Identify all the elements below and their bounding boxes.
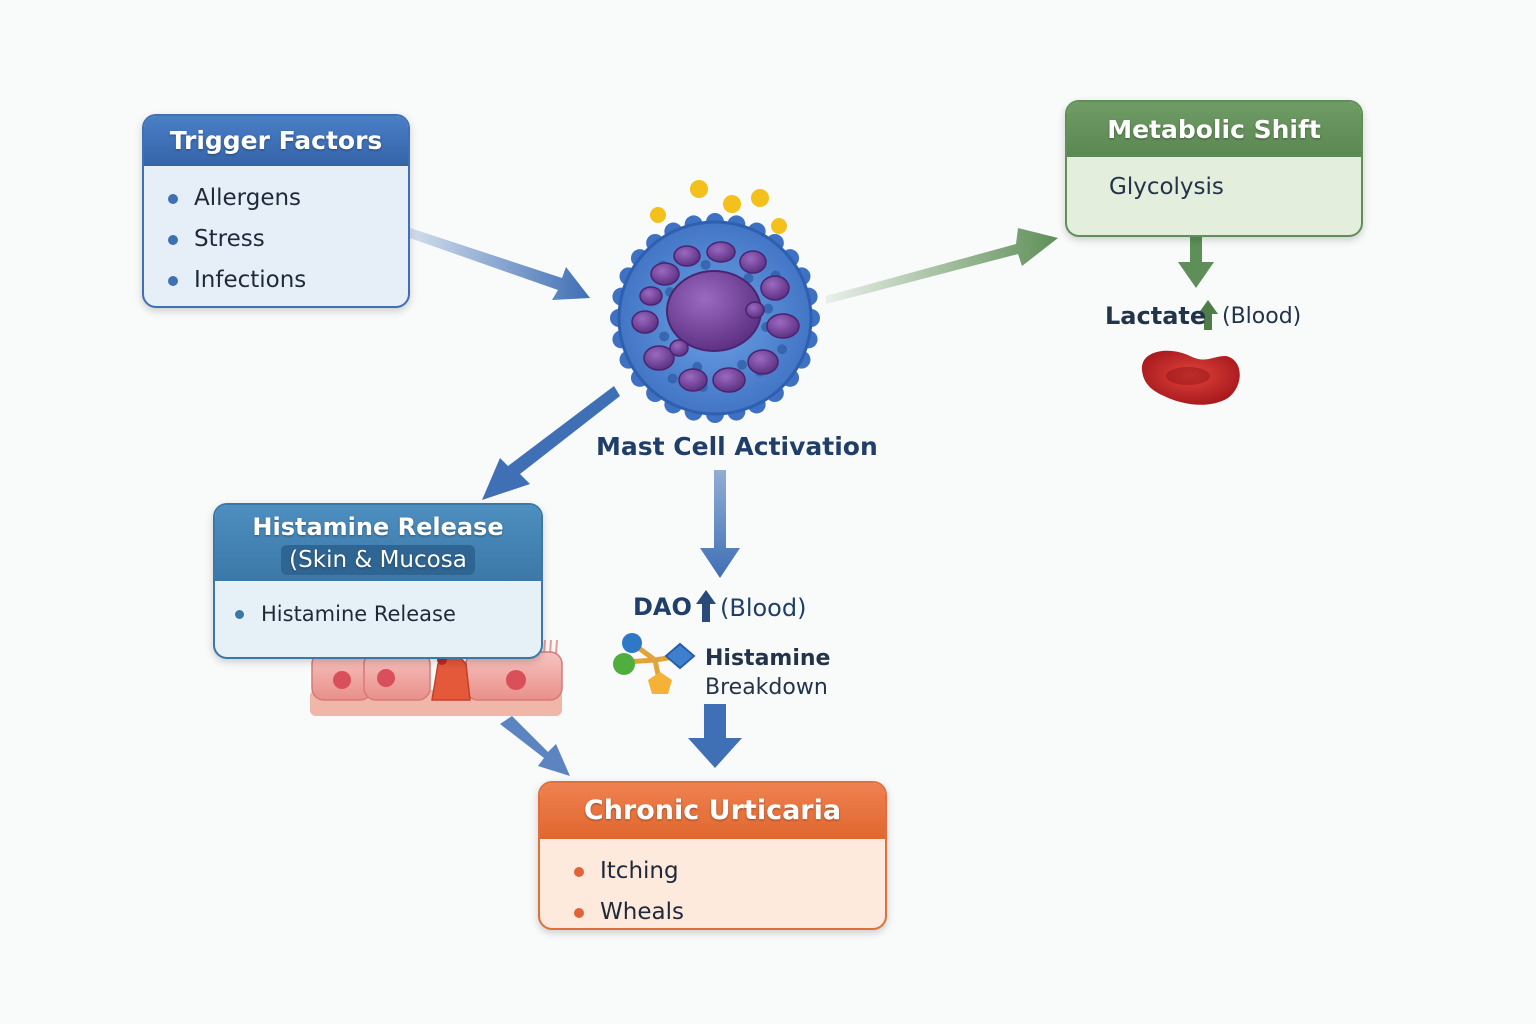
arrow-dao-to-urticaria — [688, 704, 742, 768]
urticaria-item-itching: Itching — [574, 851, 885, 892]
metabolic-shift-title: Metabolic Shift — [1067, 102, 1361, 157]
trigger-item-infections: Infections — [168, 260, 408, 301]
glycolysis-label: Glycolysis — [1109, 174, 1224, 200]
arrow-histamine-to-urticaria — [500, 716, 570, 776]
arrow-metabolic-to-lactate — [1178, 220, 1214, 288]
red-blood-cell-icon — [1141, 350, 1240, 405]
trigger-factors-title: Trigger Factors — [144, 116, 408, 166]
molecule-icon — [613, 633, 696, 694]
lactate-label: Lactate — [1105, 302, 1207, 330]
arrow-mast-cell-to-metabolic — [826, 228, 1058, 304]
chronic-urticaria-list: Itching Wheals — [540, 839, 885, 928]
arrow-mast-cell-to-histamine — [482, 386, 620, 500]
histamine-release-title: Histamine Release — [252, 513, 504, 541]
trigger-factors-box: Trigger Factors Allergens Stress Infecti… — [142, 114, 410, 308]
trigger-item-allergens: Allergens — [168, 178, 408, 219]
dao-location: (Blood) — [720, 594, 807, 622]
arrow-mast-cell-to-dao — [700, 470, 740, 578]
histamine-release-header: Histamine Release (Skin & Mucosa — [215, 505, 541, 581]
histamine-release-box: Histamine Release (Skin & Mucosa Histami… — [213, 503, 543, 659]
mast-cell-label: Mast Cell Activation — [596, 432, 878, 461]
mast-cell-icon — [610, 180, 820, 423]
histamine-release-list: Histamine Release — [215, 581, 541, 629]
chronic-urticaria-title: Chronic Urticaria — [540, 783, 885, 839]
metabolic-shift-box: Metabolic Shift — [1065, 100, 1363, 237]
histamine-release-item: Histamine Release — [235, 599, 541, 629]
chronic-urticaria-box: Chronic Urticaria Itching Wheals — [538, 781, 887, 930]
arrow-trigger-to-mast-cell — [398, 224, 590, 300]
urticaria-item-wheals: Wheals — [574, 892, 885, 928]
histamine-release-subtitle: (Skin & Mucosa — [281, 545, 475, 575]
histamine-breakdown-line2: Breakdown — [705, 675, 828, 700]
trigger-factors-list: Allergens Stress Infections — [144, 166, 408, 301]
dao-label: DAO — [633, 593, 692, 621]
histamine-breakdown-line1: Histamine — [705, 646, 831, 671]
lactate-location: (Blood) — [1222, 304, 1302, 329]
trigger-item-stress: Stress — [168, 219, 408, 260]
